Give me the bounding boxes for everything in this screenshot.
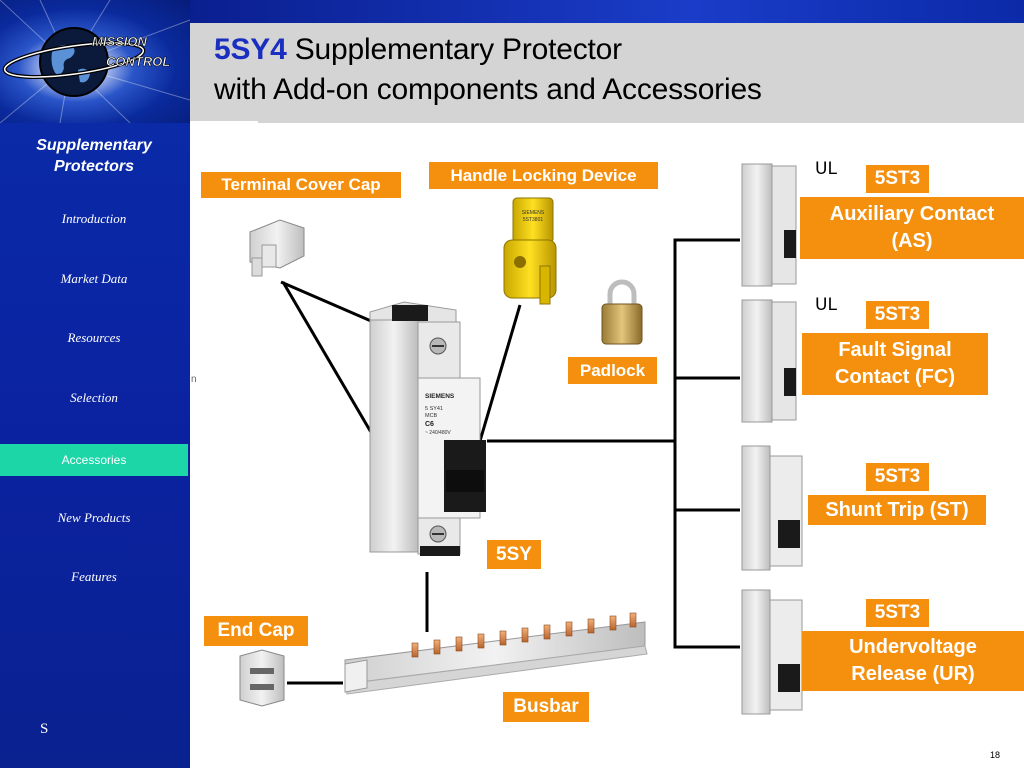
- busbar-image: [344, 612, 648, 695]
- sidebar-item-features[interactable]: Features: [71, 569, 117, 584]
- 5sy-breaker-image: SIEMENS 5 SY41 MCB C6 ~ 240/480V: [369, 301, 486, 556]
- logo-graphic: MISSION CONTROL: [0, 0, 190, 123]
- mission-control-logo: MISSION CONTROL: [0, 0, 190, 123]
- label-fault-signal-contact: Fault Signal Contact (FC): [802, 333, 988, 395]
- fault-signal-module-image: [741, 299, 797, 423]
- header-underline: [190, 121, 258, 123]
- stray-text: n: [191, 374, 197, 385]
- auxiliary-contact-module-image: [741, 163, 797, 287]
- title-line1: Supplementary Protector: [286, 33, 622, 66]
- page-title: 5SY4 Supplementary Protector with Add-on…: [214, 30, 1014, 110]
- label-5sy: 5SY: [487, 540, 541, 569]
- label-end-cap: End Cap: [204, 616, 308, 646]
- handle-locking-device-image: SIEMENS 5ST3801: [503, 197, 557, 305]
- logo-text-mission: MISSION: [92, 34, 148, 49]
- label-ur-code: 5ST3: [866, 599, 929, 627]
- shunt-trip-module-image: [741, 445, 803, 571]
- sidebar-item-selection[interactable]: Selection: [70, 390, 118, 405]
- label-terminal-cover-cap: Terminal Cover Cap: [201, 172, 401, 198]
- label-fault-signal-line2: Contact (FC): [835, 366, 955, 388]
- label-shunt-trip: Shunt Trip (ST): [808, 495, 986, 525]
- undervoltage-module-image: [741, 589, 803, 715]
- sidebar-item-introduction[interactable]: Introduction: [61, 211, 127, 226]
- sidebar-title: Supplementary Protectors: [0, 135, 188, 177]
- logo-text-control: CONTROL: [106, 54, 170, 69]
- label-padlock: Padlock: [568, 357, 657, 384]
- svg-text:C6: C6: [425, 421, 434, 428]
- svg-text:SIEMENS: SIEMENS: [522, 210, 545, 216]
- label-fc-code: 5ST3: [866, 301, 929, 329]
- label-auxiliary-contact-line1: Auxiliary Contact: [829, 203, 995, 225]
- sidebar-item-new-products[interactable]: New Products: [57, 510, 131, 525]
- header-top-bar: [190, 0, 1024, 23]
- sidebar-title-line2: Protectors: [53, 158, 135, 175]
- label-undervoltage-release: Undervoltage Release (UR): [802, 631, 1024, 691]
- title-line2: with Add-on components and Accessories: [214, 73, 762, 106]
- connector-lines: [280, 238, 740, 685]
- page-number: 18: [990, 750, 1001, 760]
- sidebar-item-market-data[interactable]: Market Data: [60, 271, 128, 286]
- sidebar-title-line1: Supplementary: [36, 137, 152, 154]
- label-undervoltage-line1: Undervoltage: [849, 636, 977, 658]
- label-st-code: 5ST3: [866, 463, 929, 491]
- ul-mark-1: UL: [815, 159, 837, 179]
- sidebar-item-resources[interactable]: Resources: [67, 330, 121, 345]
- label-undervoltage-line2: Release (UR): [851, 663, 975, 685]
- svg-text:MCB: MCB: [425, 413, 438, 419]
- label-as-code: 5ST3: [866, 165, 929, 193]
- title-code: 5SY4: [214, 33, 287, 66]
- label-auxiliary-contact: Auxiliary Contact (AS): [800, 197, 1024, 259]
- svg-text:~ 240/480V: ~ 240/480V: [425, 430, 451, 436]
- svg-text:SIEMENS: SIEMENS: [425, 393, 455, 400]
- label-busbar: Busbar: [503, 692, 589, 722]
- ul-mark-2: UL: [815, 295, 837, 315]
- svg-text:5ST3801: 5ST3801: [523, 217, 544, 223]
- sidebar: Supplementary Protectors Introduction Ma…: [0, 123, 190, 768]
- svg-text:5 SY41: 5 SY41: [425, 406, 443, 412]
- terminal-cover-cap-image: [249, 219, 305, 277]
- label-handle-locking-device: Handle Locking Device: [429, 162, 658, 189]
- label-fault-signal-line1: Fault Signal: [838, 339, 952, 361]
- end-cap-image: [239, 649, 285, 707]
- padlock-icon: [601, 279, 643, 345]
- sidebar-item-accessories[interactable]: Accessories: [0, 444, 188, 476]
- sidebar-bottom-text: S: [40, 721, 49, 737]
- label-auxiliary-contact-line2: (AS): [891, 230, 933, 252]
